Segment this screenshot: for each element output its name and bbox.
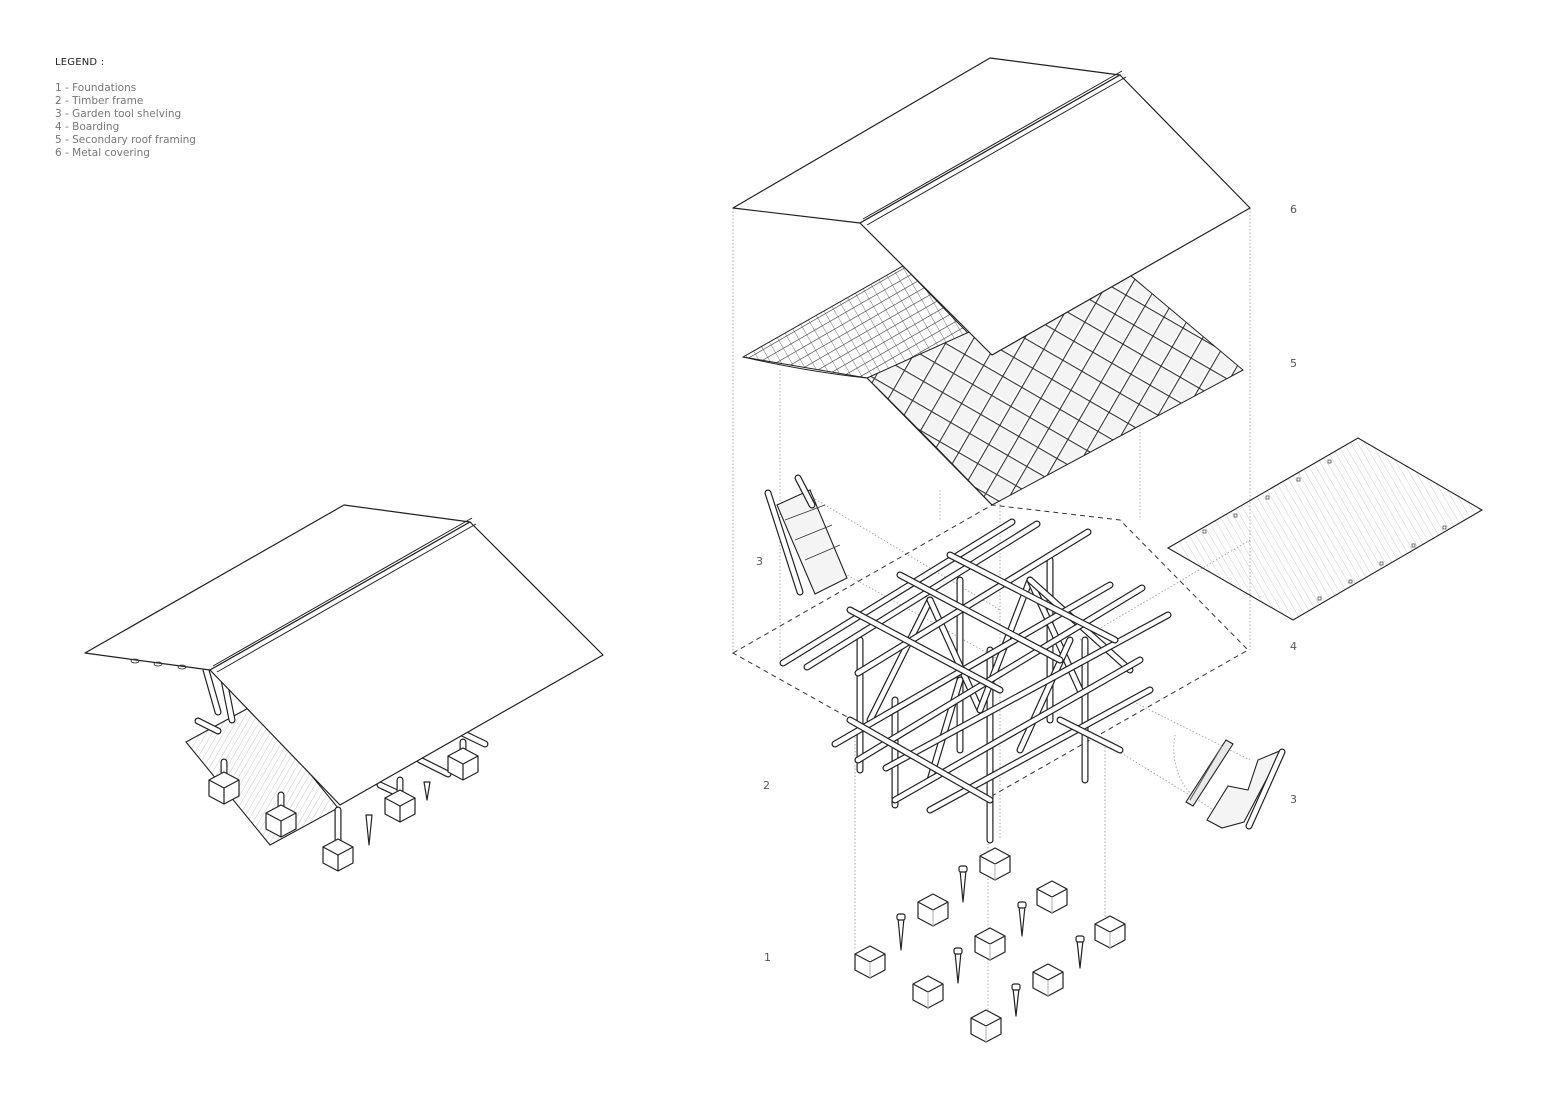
roof-right-slope bbox=[209, 521, 604, 806]
timber-frame bbox=[779, 518, 1172, 844]
legend-item-foundations: 1 - Foundations bbox=[55, 82, 137, 94]
foundation-blocks-assembled bbox=[208, 747, 479, 872]
callout-5-secondary-roof-framing: 5 bbox=[1290, 357, 1297, 370]
callout-3-shelving-right: 3 bbox=[1290, 793, 1297, 806]
under-frame-poles bbox=[194, 666, 489, 844]
shelving-left bbox=[764, 474, 848, 596]
callout-3-shelving-left: 3 bbox=[756, 555, 763, 568]
legend-item-garden-tool-shelving: 3 - Garden tool shelving bbox=[55, 108, 182, 120]
legend-list: 1 - Foundations 2 - Timber frame 3 - Gar… bbox=[55, 82, 196, 160]
callout-6-metal-covering: 6 bbox=[1290, 203, 1297, 216]
assembled-shed bbox=[84, 504, 604, 872]
legend-item-metal-covering: 6 - Metal covering bbox=[55, 147, 150, 159]
callout-4-boarding: 4 bbox=[1290, 640, 1297, 653]
legend-item-boarding: 4 - Boarding bbox=[55, 121, 120, 133]
foundations bbox=[854, 847, 1126, 1043]
callout-1-foundations: 1 bbox=[764, 951, 771, 964]
metal-covering-roof bbox=[732, 57, 1251, 356]
legend-item-secondary-roof-framing: 5 - Secondary roof framing bbox=[55, 134, 196, 146]
stake bbox=[423, 781, 431, 801]
boarding-panel bbox=[1166, 437, 1484, 621]
stake bbox=[365, 814, 373, 846]
shelving-right bbox=[1185, 739, 1286, 830]
legend: LEGEND : 1 - Foundations 2 - Timber fram… bbox=[55, 57, 196, 160]
callout-2-timber-frame: 2 bbox=[763, 779, 770, 792]
legend-title: LEGEND : bbox=[55, 57, 105, 68]
legend-item-timber-frame: 2 - Timber frame bbox=[55, 95, 144, 107]
